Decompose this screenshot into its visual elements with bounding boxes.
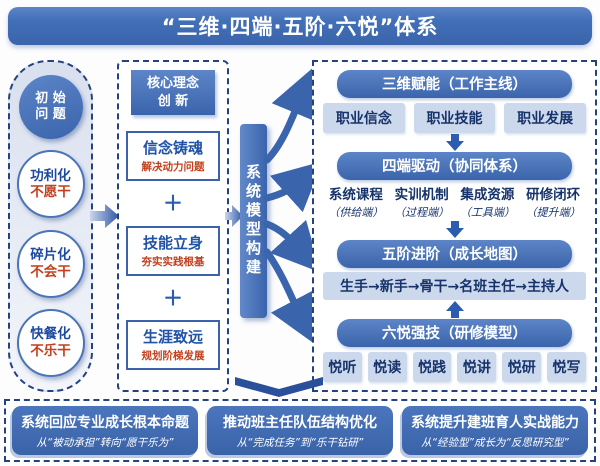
outcome-subtitle: 从“经验型”成长为“反思研究型” [421,436,569,449]
concept-subtitle: 解决动力问题 [141,161,205,174]
joy-chip: 悦践 [412,351,452,382]
joy-chip: 悦写 [547,351,586,382]
section-header: 六悦强技（研修模型） [337,318,572,347]
problem-circle-3: 快餐化 不乐干 [16,308,85,377]
joy-chip: 悦听 [323,351,362,382]
growth-path: 生手→新手→骨干→名班主任→主持人 [323,271,586,300]
plus-icon: ＋ [163,285,183,310]
dimension-chip: 职业信念 [323,103,405,133]
end-title: 集成资源 [460,187,515,204]
problem-top: 碎片化 [30,246,71,263]
concept-title: 技能立身 [142,233,203,252]
system-panel: 三维赋能（工作主线） 职业信念 职业技能 职业发展 四端驱动（协同体系） 系统课… [312,60,597,392]
end-subtitle: （工具端） [459,206,515,220]
concept-title: 生涯致远 [142,327,203,346]
page-title: “三维·四端·五阶·六悦”体系 [161,15,439,39]
end-title: 研修闭环 [526,187,581,204]
section-three-dimensions: 三维赋能（工作主线） 职业信念 职业技能 职业发展 [323,70,587,133]
section-six-joys: 六悦强技（研修模型） 悦听 悦读 悦践 悦讲 悦研 悦写 [323,318,586,382]
concept-item-2: 技能立身 夯实实践根基 [126,225,220,276]
plus-icon: ＋ [163,191,183,216]
header-line2: 创 新 [157,93,189,109]
problem-circle-1: 功利化 不愿干 [16,150,85,219]
end-items: 系统课程 （供给端） 实训机制 （过程端） 集成资源 （工具端） 研修闭环 （提… [323,183,586,220]
concept-title: 信念铸魂 [142,139,203,158]
problem-bottom: 不愿干 [30,184,71,201]
chevron-down-icon [235,377,323,397]
section-header: 三维赋能（工作主线） [337,70,572,98]
joy-chip: 悦研 [502,351,542,382]
outcomes-panel: 系统回应专业成长根本命题 从“被动承担”转向“愿干乐为” 推动班主任队伍结构优化… [4,399,596,462]
problem-circle-2: 碎片化 不会干 [16,229,85,298]
section-header: 五阶进阶（成长地图） [337,239,572,268]
end-subtitle: （提升端） [525,206,581,220]
section-four-ends: 四端驱动（协同体系） 系统课程 （供给端） 实训机制 （过程端） 集成资源 （工… [323,152,586,220]
section-header: 四端驱动（协同体系） [337,152,572,181]
initial-problems-panel: 初 始 问 题 功利化 不愿干 碎片化 不会干 快餐化 不乐干 [8,60,93,392]
outcome-title: 系统提升建班育人实战能力 [411,414,579,431]
concept-subtitle: 规划阶梯发展 [141,349,205,362]
dimension-chip: 职业发展 [504,103,587,133]
flow-arrows-icon [263,67,316,345]
joy-chip: 悦读 [367,351,407,382]
end-item: 实训机制 （过程端） [389,183,455,220]
core-concept-panel: 核心理念 创 新 信念铸魂 解决动力问题 ＋ 技能立身 夯实实践根基 ＋ 生涯致… [117,60,229,392]
down-arrow-icon [445,221,464,239]
down-arrow-icon [445,134,464,152]
header-line1: 核心理念 [146,76,199,91]
concept-item-1: 信念铸魂 解决动力问题 [126,131,220,182]
concept-subtitle: 夯实实践根基 [141,255,205,268]
end-title: 实训机制 [394,187,449,204]
right-arrow-icon [225,205,243,227]
title-banner: “三维·四端·五阶·六悦”体系 [8,7,592,45]
right-arrow-icon [90,204,119,228]
header-line1: 初 始 [35,90,66,106]
problem-top: 快餐化 [30,325,71,342]
end-item: 研修闭环 （提升端） [520,183,586,220]
outcome-subtitle: 从“完成任务”到“乐干钻研” [236,436,364,449]
outcome-subtitle: 从“被动承担”转向“愿干乐为” [36,436,174,449]
dimension-chip: 职业技能 [413,103,496,133]
end-subtitle: （过程端） [394,206,450,220]
problem-bottom: 不乐干 [30,342,71,359]
joy-items: 悦听 悦读 悦践 悦讲 悦研 悦写 [323,351,586,382]
outcome-title: 推动班主任队伍结构优化 [223,414,377,431]
concept-item-3: 生涯致远 规划阶梯发展 [126,319,220,370]
joy-chip: 悦讲 [457,351,497,382]
initial-problems-header: 初 始 问 题 [18,75,83,140]
up-arrow-icon [445,300,464,318]
end-title: 系统课程 [328,187,383,204]
header-line2: 问 题 [35,107,66,123]
section-five-stages: 五阶进阶（成长地图） 生手→新手→骨干→名班主任→主持人 [323,239,586,300]
outcome-box-2: 推动班主任队伍结构优化 从“完成任务”到“乐干钻研” [207,406,393,455]
core-concept-header: 核心理念 创 新 [131,70,215,116]
problem-bottom: 不会干 [30,263,71,280]
outcome-box-3: 系统提升建班育人实战能力 从“经验型”成长为“反思研究型” [402,406,588,455]
core-concept-flow: 信念铸魂 解决动力问题 ＋ 技能立身 夯实实践根基 ＋ 生涯致远 规划阶梯发展 [126,119,220,382]
end-subtitle: （供给端） [328,206,384,220]
problem-top: 功利化 [30,167,71,184]
end-item: 集成资源 （工具端） [455,183,521,220]
outcome-title: 系统回应专业成长根本命题 [21,414,189,431]
dimension-items: 职业信念 职业技能 职业发展 [323,103,587,133]
system-model-pillar: 系统模型构建 [240,124,267,318]
outcome-box-1: 系统回应专业成长根本命题 从“被动承担”转向“愿干乐为” [12,406,198,455]
end-item: 系统课程 （供给端） [323,183,389,220]
pillar-label: 系统模型构建 [244,164,262,278]
